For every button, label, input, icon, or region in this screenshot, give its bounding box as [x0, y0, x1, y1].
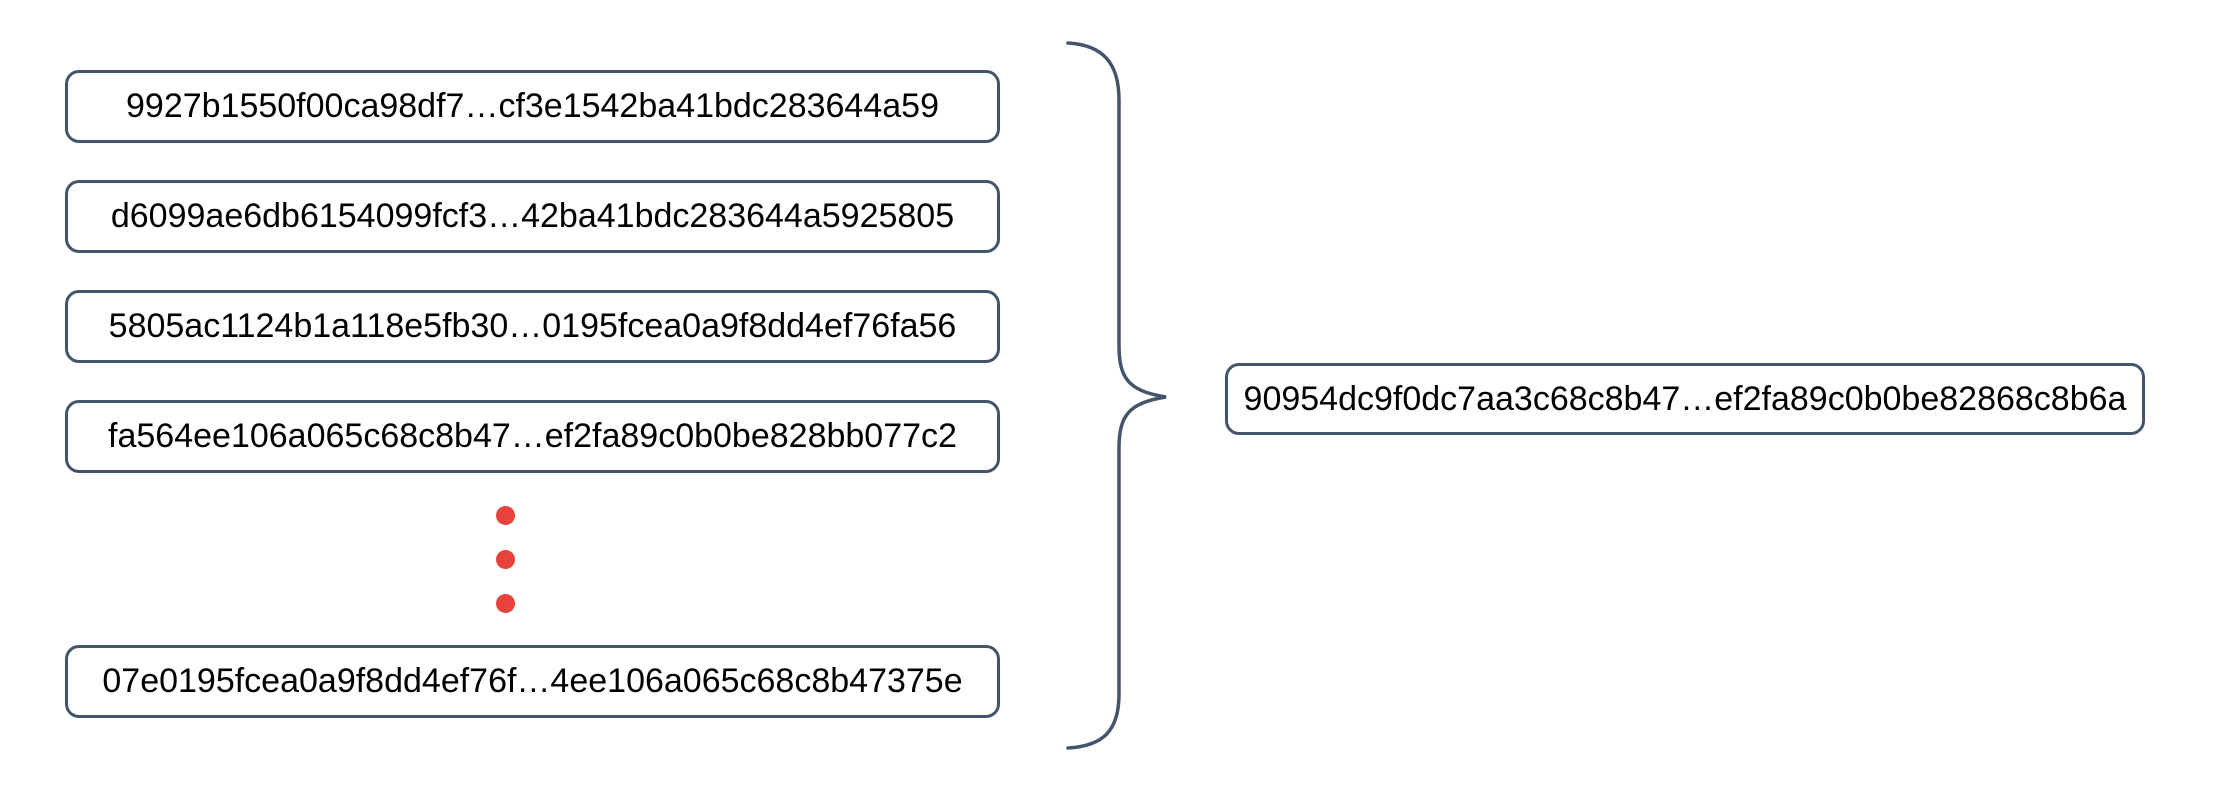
input-hash-box-5: 07e0195fcea0a9f8dd4ef76f…4ee106a065c68c8…: [65, 645, 1000, 718]
input-hash-box-3: 5805ac1124b1a118e5fb30…0195fcea0a9f8dd4e…: [65, 290, 1000, 363]
input-hash-text-4: fa564ee106a065c68c8b47…ef2fa89c0b0be828b…: [108, 417, 957, 455]
input-hash-text-1: 9927b1550f00ca98df7…cf3e1542ba41bdc28364…: [126, 87, 939, 125]
input-hash-box-2: d6099ae6db6154099fcf3…42ba41bdc283644a59…: [65, 180, 1000, 253]
ellipsis-dot-1: [496, 506, 515, 525]
input-hash-box-1: 9927b1550f00ca98df7…cf3e1542ba41bdc28364…: [65, 70, 1000, 143]
ellipsis-dot-2: [496, 550, 515, 569]
input-hash-text-5: 07e0195fcea0a9f8dd4ef76f…4ee106a065c68c8…: [102, 662, 963, 700]
output-hash-box: 90954dc9f0dc7aa3c68c8b47…ef2fa89c0b0be82…: [1225, 363, 2145, 435]
input-hash-box-4: fa564ee106a065c68c8b47…ef2fa89c0b0be828b…: [65, 400, 1000, 473]
input-hash-text-2: d6099ae6db6154099fcf3…42ba41bdc283644a59…: [110, 197, 955, 235]
ellipsis-dot-3: [496, 594, 515, 613]
input-hash-text-3: 5805ac1124b1a118e5fb30…0195fcea0a9f8dd4e…: [108, 307, 957, 345]
output-hash-text: 90954dc9f0dc7aa3c68c8b47…ef2fa89c0b0be82…: [1243, 379, 2127, 418]
